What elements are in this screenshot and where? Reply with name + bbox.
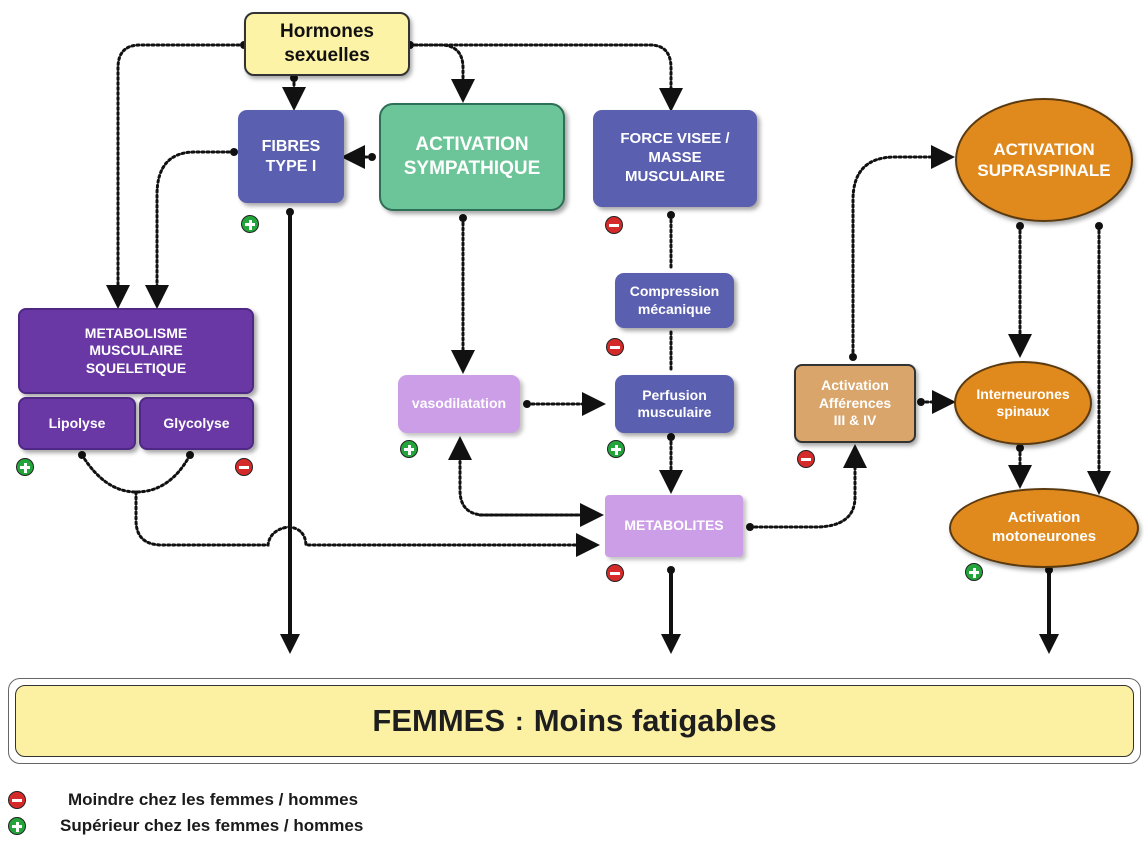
node-metabolites: METABOLITES: [605, 495, 743, 557]
legend-minus-row: Moindre chez les femmes / hommes: [8, 788, 358, 812]
node-glycolyse: Glycolyse: [139, 397, 254, 450]
plus-icon: [16, 458, 34, 476]
link-dot: [290, 74, 298, 82]
node-perfusion-musculaire: Perfusion musculaire: [615, 375, 734, 433]
link-dot: [1016, 444, 1024, 452]
link-hormones-sympathique: [408, 43, 475, 103]
legend-minus-text: Moindre chez les femmes / hommes: [68, 790, 359, 809]
link-dot: [78, 451, 86, 459]
link-dot: [1095, 222, 1103, 230]
node-interneurones-spinaux: Interneurones spinaux: [954, 361, 1092, 445]
node-fibres-type-i: FIBRES TYPE I: [238, 110, 344, 203]
link-dot: [667, 433, 675, 441]
link-dot: [459, 214, 467, 222]
node-compression-mecanique: Compression mécanique: [615, 273, 734, 328]
node-activation-sympathique: ACTIVATION SYMPATHIQUE: [379, 103, 565, 211]
result-label: FEMMES: [372, 703, 506, 738]
minus-icon: [235, 458, 253, 476]
plus-icon: [965, 563, 983, 581]
node-hormones-sexuelles: Hormones sexuelles: [244, 12, 410, 76]
node-lipolyse: Lipolyse: [18, 397, 136, 450]
link-substrates-metabolites: [134, 490, 600, 557]
result-banner: FEMMES : Moins fatigables: [8, 678, 1141, 764]
link-dot: [917, 398, 925, 406]
node-activation-motoneurones: Activation motoneurones: [949, 488, 1139, 568]
link-dot: [368, 153, 376, 161]
minus-icon: [605, 216, 623, 234]
link-hormones-metabolisme: [106, 43, 246, 309]
minus-icon: [797, 450, 815, 468]
link-metabolites-afferences: [748, 444, 867, 529]
link-afferences-supraspinale: [851, 145, 955, 359]
plus-icon: [8, 817, 26, 835]
link-dot: [849, 353, 857, 361]
plus-icon: [241, 215, 259, 233]
minus-icon: [606, 338, 624, 356]
node-vasodilatation: vasodilatation: [398, 375, 520, 433]
node-force-visee: FORCE VISEE / MASSE MUSCULAIRE: [593, 110, 757, 207]
link-dot: [230, 148, 238, 156]
link-dot: [667, 211, 675, 219]
result-text: Moins fatigables: [533, 703, 777, 738]
minus-icon: [8, 791, 26, 809]
minus-icon: [606, 564, 624, 582]
link-hormones-force: [408, 43, 683, 112]
node-metabolisme-musculaire: METABOLISME MUSCULAIRE SQUELETIQUE: [18, 308, 254, 394]
link-metabolites-vasodilatation: [448, 436, 600, 517]
legend-plus-text: Supérieur chez les femmes / hommes: [60, 816, 364, 835]
link-dot: [746, 523, 754, 531]
legend: Moindre chez les femmes / hommes Supérie…: [8, 788, 608, 844]
plus-icon: [400, 440, 418, 458]
link-lipolyse-glycolyse-loop: [80, 453, 192, 494]
node-activation-supraspinale: ACTIVATION SUPRASPINALE: [955, 98, 1133, 222]
link-fibres-metabolisme: [145, 150, 236, 309]
result-separator: :: [515, 705, 524, 736]
link-dot: [1016, 222, 1024, 230]
node-activation-afferences: Activation Afférences III & IV: [794, 364, 916, 443]
plus-icon: [607, 440, 625, 458]
link-dot: [186, 451, 194, 459]
link-dot: [523, 400, 531, 408]
legend-plus-row: Supérieur chez les femmes / hommes: [8, 814, 363, 838]
